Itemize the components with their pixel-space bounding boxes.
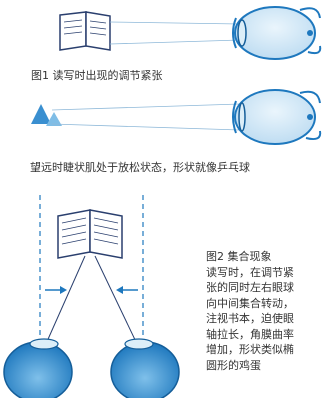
figure2-right-arrow-icon (116, 286, 138, 294)
distance-triangle-icon (31, 104, 62, 126)
figure1-caption: 图1 读写时出现的调节紧张 (31, 69, 163, 82)
figure2-book-icon (57, 209, 123, 259)
figure2-description: 图2 集合现象 读写时，在调节紧 张的同时左右眼球 向中间集合转动， 注视书本，… (206, 249, 324, 373)
figure2-text-line: 圆形的鸡蛋 (206, 358, 261, 372)
figure2-text-line: 读写时，在调节紧 (206, 265, 294, 279)
figure2-text-line: 注视书本，迫使眼 (206, 312, 294, 325)
figure2-sight-lines (44, 255, 139, 347)
distance-eye-icon (232, 89, 322, 145)
figure2-text-line: 轴拉长，角膜曲率 (206, 327, 294, 341)
figure1-eye-icon (232, 6, 322, 60)
figure2-text-line: 张的同时左右眼球 (206, 281, 294, 294)
figure2-left-eye-icon (3, 338, 73, 398)
figure2-text-line: 向中间集合转动， (206, 296, 294, 310)
figure2-text-line: 增加，形状类似椭 (206, 343, 294, 356)
figure2-title: 图2 集合现象 (206, 250, 272, 263)
figure1-book-icon (59, 11, 111, 51)
figure2-right-eye-icon (110, 338, 180, 398)
figure2-left-arrow-icon (45, 286, 67, 294)
distance-caption: 望远时睫状肌处于放松状态，形状就像乒乓球 (30, 161, 250, 174)
